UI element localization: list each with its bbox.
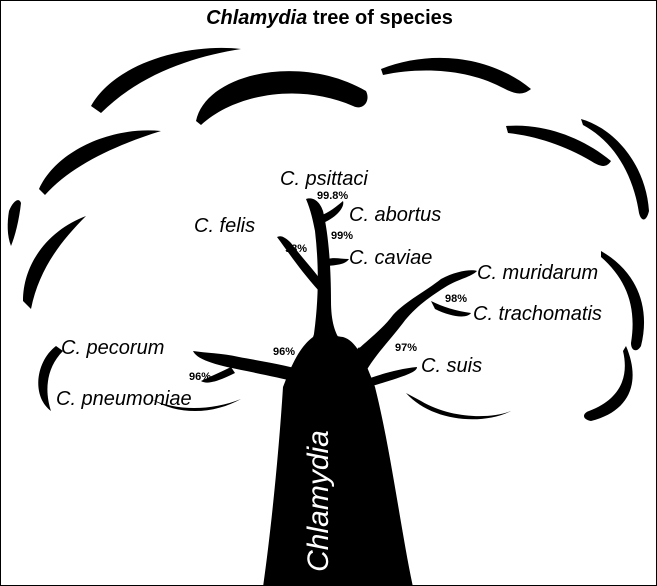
label-psittaci: C. psittaci bbox=[280, 169, 368, 189]
twig-caviae bbox=[327, 258, 349, 266]
canopy-stroke-bottom-right bbox=[406, 393, 511, 419]
canopy-stroke-top-right bbox=[381, 58, 531, 94]
canopy-stroke-right-mid bbox=[601, 251, 644, 350]
pct-right-main: 96% bbox=[345, 347, 367, 358]
canopy-stroke-upper-left bbox=[39, 130, 161, 195]
label-felis: C. felis bbox=[194, 216, 255, 236]
pct-muridarum-trachomatis: 98% bbox=[445, 294, 467, 305]
canopy-stroke-top-center bbox=[196, 71, 368, 125]
canopy-stroke-left bbox=[23, 216, 86, 309]
canopy-stroke-far-left bbox=[8, 200, 21, 246]
trunk-label: Chlamydia bbox=[304, 430, 334, 572]
pct-left-main: 96% bbox=[273, 347, 295, 358]
pct-psittaci-abortus: 99.8% bbox=[317, 191, 348, 202]
label-caviae: C. caviae bbox=[349, 248, 432, 268]
label-trachomatis: C. trachomatis bbox=[473, 304, 602, 324]
title-genus: Chlamydia bbox=[206, 7, 307, 29]
pct-pecorum-pneumoniae: 96% bbox=[189, 372, 211, 383]
label-muridarum: C. muridarum bbox=[477, 263, 598, 283]
label-pecorum: C. pecorum bbox=[61, 338, 164, 358]
pct-abortus-caviae: 99% bbox=[331, 231, 353, 242]
label-suis: C. suis bbox=[421, 356, 482, 376]
pct-suis: 97% bbox=[395, 343, 417, 354]
label-abortus: C. abortus bbox=[349, 205, 441, 225]
tree-body bbox=[193, 198, 477, 586]
canopy-stroke-right-low bbox=[584, 346, 633, 421]
diagram-title: Chlamydia tree of species bbox=[1, 7, 657, 30]
title-rest: tree of species bbox=[313, 7, 453, 29]
canopy-stroke-right bbox=[581, 119, 649, 220]
label-pneumoniae: C. pneumoniae bbox=[56, 389, 192, 409]
pct-felis: 98% bbox=[285, 244, 307, 255]
